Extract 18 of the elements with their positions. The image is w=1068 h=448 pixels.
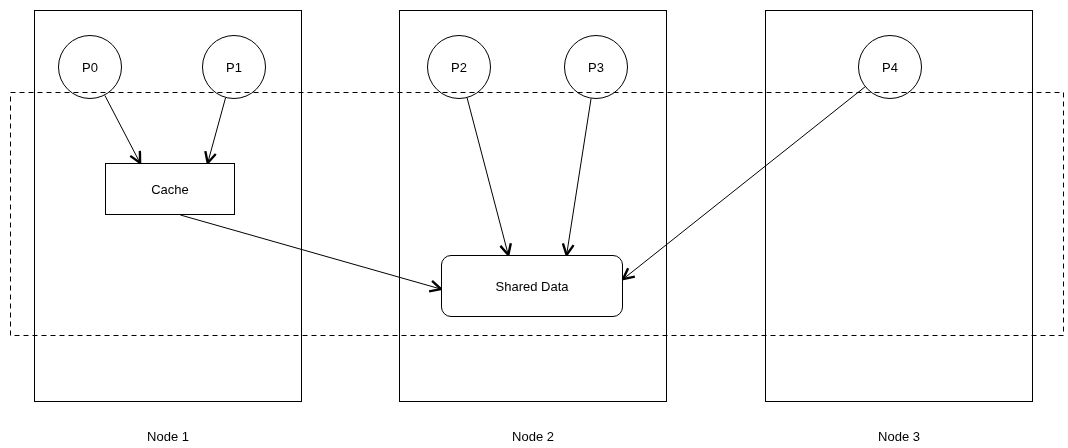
data-box (441, 255, 623, 317)
process-label: P2 (451, 59, 467, 75)
arrow (179, 214, 443, 293)
box-label: Shared Data (495, 278, 569, 294)
node-label: Node 3 (878, 429, 920, 444)
box-label: Cache (151, 181, 189, 197)
process-label: P3 (588, 59, 604, 75)
process-label: P0 (82, 59, 98, 75)
process-label: P1 (226, 59, 242, 75)
node-label: Node 2 (512, 429, 554, 444)
arrow (204, 97, 227, 165)
arrow (104, 94, 142, 165)
node-label: Node 1 (147, 429, 189, 444)
arrow (561, 98, 592, 257)
arrow (466, 97, 512, 257)
process-label: P4 (882, 59, 898, 75)
process-box (105, 163, 235, 215)
arrow (621, 86, 866, 281)
